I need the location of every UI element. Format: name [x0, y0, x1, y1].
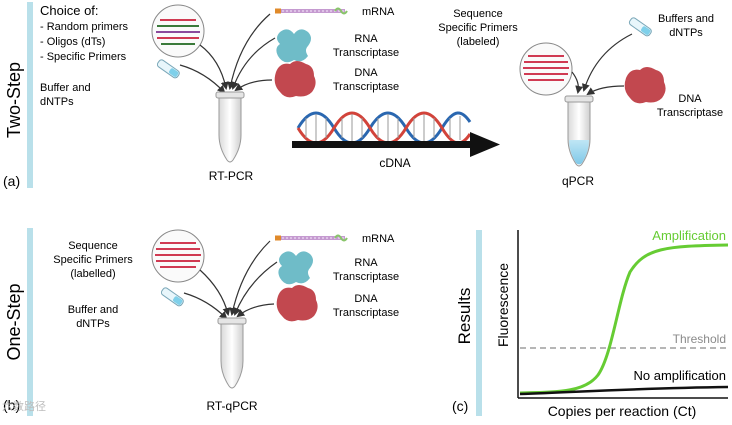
panel-c: Results (c) Fluorescence Copies per reac…	[452, 228, 729, 419]
watermark: 六数路径	[2, 400, 46, 413]
seq-primers-b-line3: (labelled)	[70, 268, 115, 280]
mrna-label-a: mRNA	[362, 6, 395, 18]
buffers-right-line2: dNTPs	[669, 27, 703, 39]
dna-rt-b-line1: DNA	[354, 293, 378, 305]
threshold-label: Threshold	[673, 332, 726, 346]
mrna-strand-icon	[275, 7, 348, 15]
cdna-arrow	[292, 132, 500, 157]
dna-rt-right-line1: DNA	[678, 93, 702, 105]
buffers-right-line1: Buffers and	[658, 13, 714, 25]
side-label-b: One-Step	[4, 283, 24, 360]
amplification-curve	[519, 243, 729, 395]
panel-b: One-Step (b) Sequence Specific Primers (…	[3, 228, 399, 416]
seq-primers-b-line1: Sequence	[68, 240, 118, 252]
side-bar-a	[27, 2, 33, 188]
rna-transcriptase-b-icon	[278, 251, 313, 285]
rt-qpcr-tube-icon	[217, 317, 247, 389]
primer-circle-right-icon	[519, 42, 573, 96]
panel-letter-b: (b)	[3, 397, 20, 413]
panel-letter-a: (a)	[3, 173, 20, 189]
seq-primers-a-line2: Specific Primers	[438, 22, 518, 34]
side-label-c: Results	[455, 288, 474, 345]
dna-rt-right-line2: Transcriptase	[657, 107, 723, 119]
no-amp-label: No amplification	[634, 368, 727, 383]
dna-rt-b-line2: Transcriptase	[333, 307, 399, 319]
dna-helix-icon	[296, 111, 472, 145]
converging-arrows-a	[179, 13, 276, 94]
side-label-a: Two-Step	[4, 62, 24, 138]
seq-primers-b-line2: Specific Primers	[53, 254, 133, 266]
rt-pcr-tube-icon	[215, 91, 245, 163]
side-bar-c	[476, 230, 482, 416]
buffer-a-line1: Buffer and	[40, 82, 91, 94]
rna-rt-a-line1: RNA	[354, 33, 378, 45]
x-axis-label: Copies per reaction (Ct)	[548, 403, 697, 419]
y-axis-label: Fluorescence	[495, 263, 511, 347]
mrna-label-b: mRNA	[362, 233, 395, 245]
converging-arrows-a-right	[571, 33, 633, 96]
rna-rt-a-line2: Transcriptase	[333, 47, 399, 59]
tube-b-label: RT-qPCR	[206, 399, 257, 413]
mrna-strand-b-icon	[275, 234, 348, 242]
primer-circle-b-icon	[151, 229, 205, 283]
seq-primers-a-line1: Sequence	[453, 8, 503, 20]
seq-primers-a-line3: (labeled)	[457, 36, 500, 48]
rna-transcriptase-icon	[276, 29, 311, 63]
dna-transcriptase-b-icon	[276, 285, 318, 322]
panel-letter-c: (c)	[452, 398, 468, 414]
choice-item-2: - Oligos (dTs)	[40, 36, 105, 48]
buffer-a-line2: dNTPs	[40, 96, 74, 108]
buffer-b-line2: dNTPs	[76, 318, 110, 330]
tube1-label: RT-PCR	[209, 169, 254, 183]
rna-rt-b-line2: Transcriptase	[333, 271, 399, 283]
dna-rt-a-line1: DNA	[354, 67, 378, 79]
tube2-label: qPCR	[562, 174, 594, 188]
dna-transcriptase-right-icon	[624, 67, 666, 104]
primer-circle-icon	[151, 4, 205, 58]
cdna-label: cDNA	[379, 156, 410, 170]
buffer-tube-b-icon	[160, 287, 184, 307]
choice-title: Choice of:	[40, 3, 99, 18]
buffer-tube-icon	[156, 59, 180, 79]
converging-arrows-b	[183, 240, 278, 320]
dna-transcriptase-icon	[274, 61, 316, 98]
choice-item-1: - Random primers	[40, 21, 129, 33]
qpcr-tube-icon	[564, 95, 594, 167]
side-bar-b	[27, 228, 33, 416]
amplification-label: Amplification	[652, 228, 726, 243]
buffer-tube-right-icon	[628, 17, 652, 37]
no-amplification-curve	[519, 385, 729, 396]
buffer-b-line1: Buffer and	[68, 304, 119, 316]
choice-item-3: - Specific Primers	[40, 51, 127, 63]
rna-rt-b-line1: RNA	[354, 257, 378, 269]
panel-a: Two-Step (a) Choice of: - Random primers…	[3, 2, 723, 189]
dna-rt-a-line2: Transcriptase	[333, 81, 399, 93]
